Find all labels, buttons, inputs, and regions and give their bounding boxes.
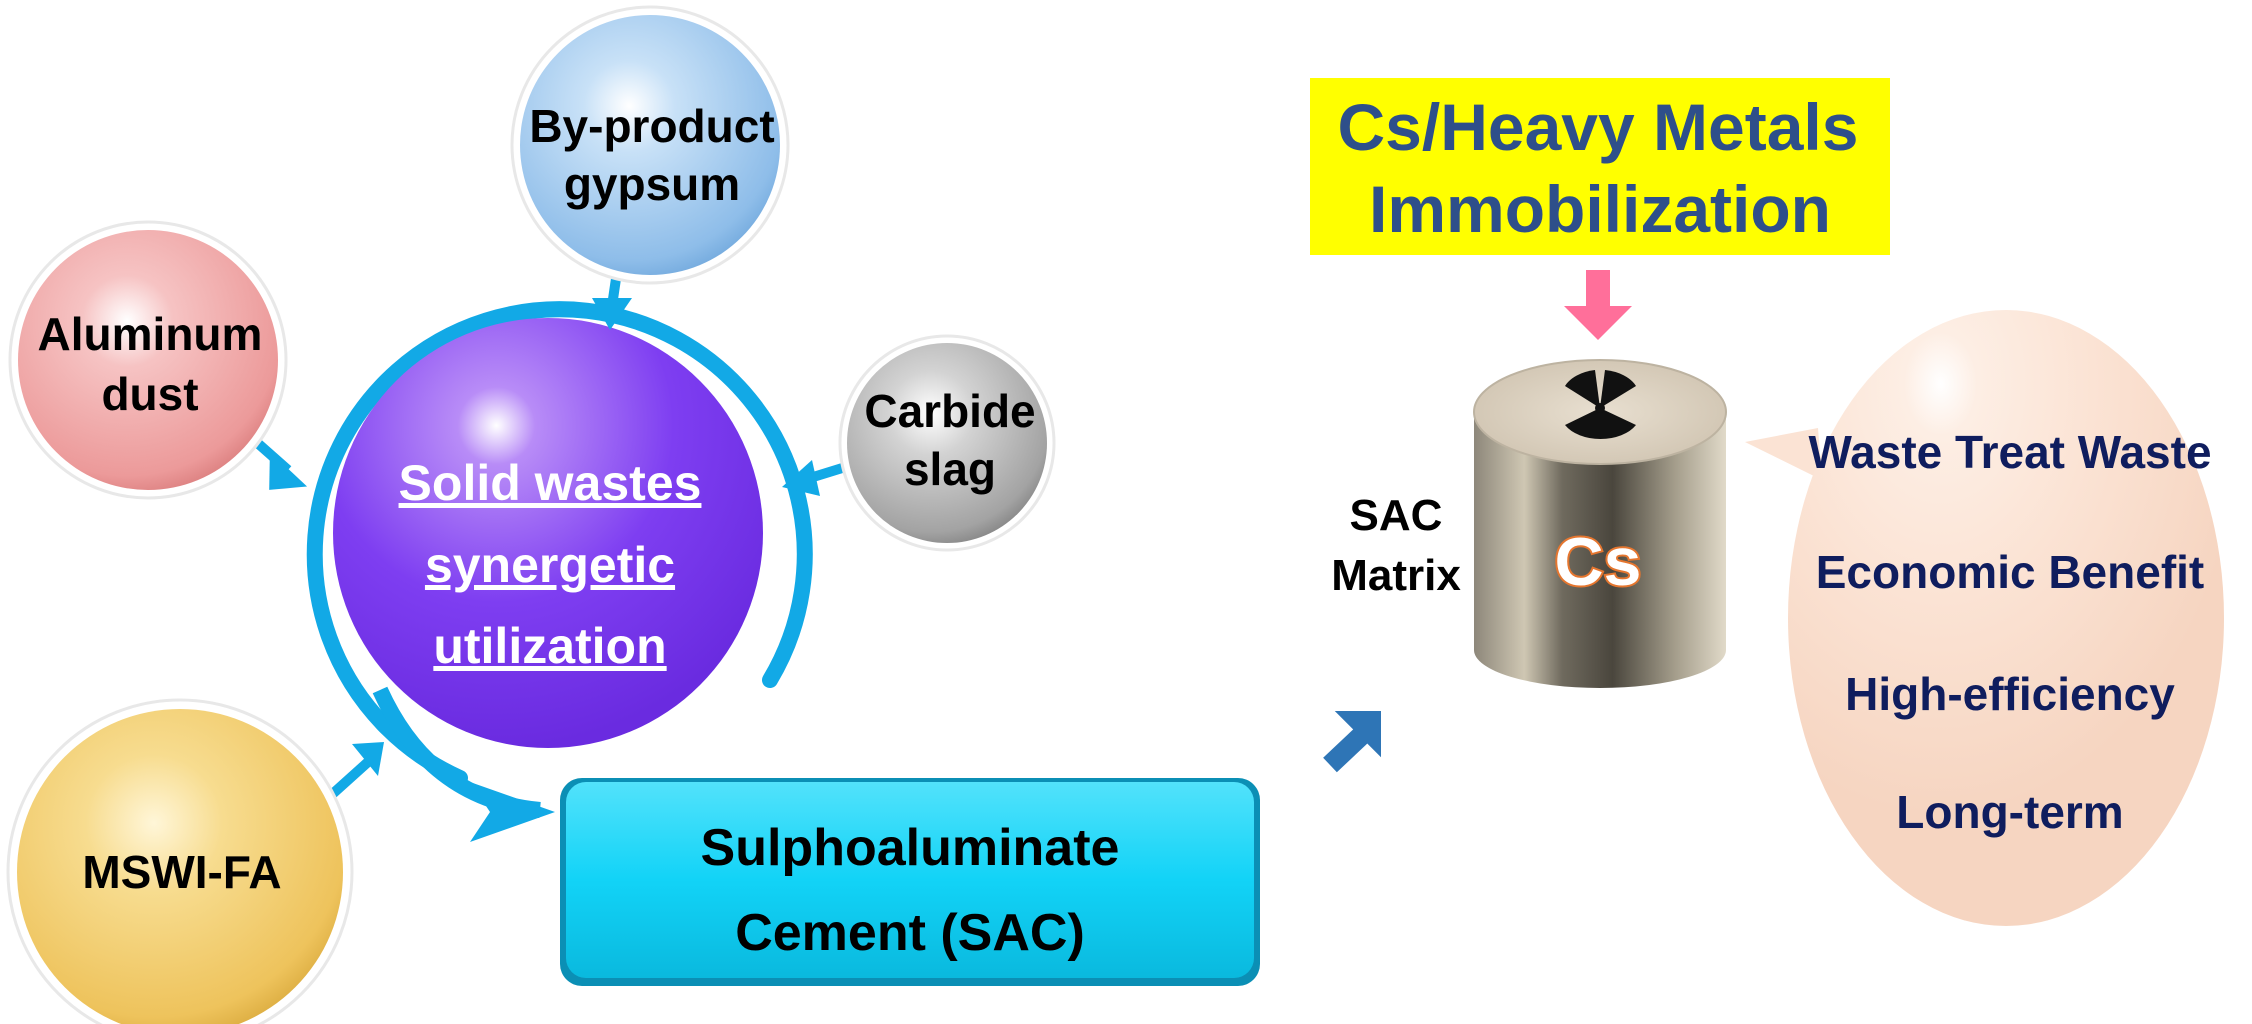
center-circle [333,318,763,748]
benefit-item-3: High-efficiency [1845,668,2175,720]
cylinder-symbol: Cs [1555,524,1642,600]
arrow-byproduct-head [592,298,632,330]
radiation-icon [1565,370,1636,440]
carbide-label-line2: slag [904,443,996,495]
aluminum-label-line2: dust [101,368,198,420]
arrow-mswi-head [352,742,384,776]
bubble-tail [1745,428,1822,480]
carbide-sphere [847,343,1047,543]
arrow-carbide-head [782,460,820,496]
benefits-bubble: Waste Treat Waste Economic Benefit High-… [1745,310,2224,926]
title-box: Cs/Heavy Metals Immobilization [1310,78,1890,255]
sac-box: Sulphoaluminate Cement (SAC) [560,778,1260,986]
matrix-label-line1: SAC [1350,491,1443,540]
mswi-sphere [17,709,343,1024]
center-label-line2: synergetic [425,537,675,593]
sac-label-line2: Cement (SAC) [735,904,1085,962]
node-byproduct-gypsum: By-product gypsum [510,5,790,285]
byproduct-sphere [520,15,780,275]
bubble-body [1788,310,2224,926]
aluminum-label-line1: Aluminum [38,308,263,360]
title-line2: Immobilization [1369,172,1831,246]
node-carbide-slag: Carbide slag [838,334,1056,552]
synergy-cycle: Solid wastes synergetic utilization [306,301,813,842]
byproduct-label-line2: gypsum [564,158,740,210]
cycle-output-arrowhead [470,782,555,842]
benefit-item-2: Economic Benefit [1816,546,2205,598]
node-aluminum-dust: Aluminum dust [8,220,288,500]
byproduct-label-line1: By-product [529,100,774,152]
arrow-aluminum-head [269,451,308,490]
benefit-item-1: Waste Treat Waste [1808,426,2211,478]
arrow-mswi [324,758,372,802]
cylinder-body [1474,418,1726,688]
matrix-label-line2: Matrix [1331,551,1461,600]
sac-label-line1: Sulphoaluminate [701,819,1120,877]
mswi-label: MSWI-FA [82,846,281,898]
title-box-bg [1310,78,1890,255]
down-arrow [1564,270,1632,340]
sac-box-face [566,782,1254,978]
title-line1: Cs/Heavy Metals [1338,90,1859,164]
benefit-item-4: Long-term [1896,786,2123,838]
aluminum-sphere [18,230,278,490]
center-label-line3: utilization [433,618,666,674]
cycle-ring [306,301,813,786]
node-mswi-fa: MSWI-FA [6,698,354,1024]
sac-matrix-cylinder: Cs [1473,359,1727,688]
carbide-label-line1: Carbide [864,385,1035,437]
center-label-line1: Solid wastes [399,455,702,511]
sac-to-matrix-arrow [1323,711,1381,773]
